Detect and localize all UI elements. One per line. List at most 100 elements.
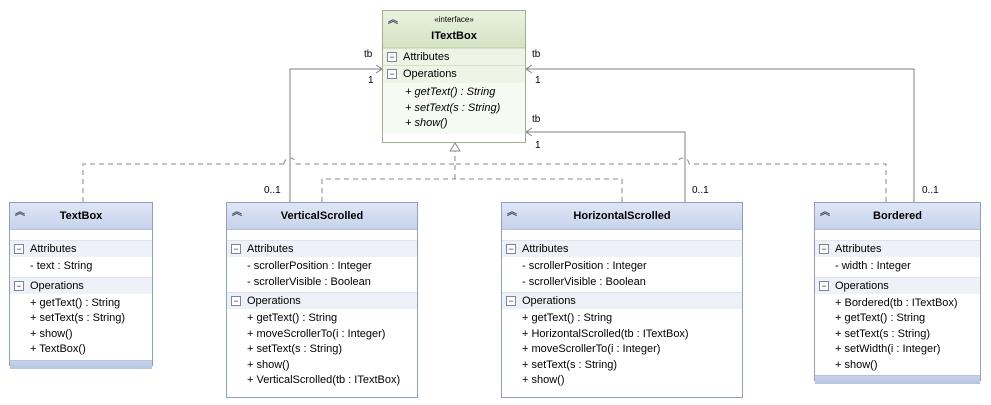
class-horizontalscrolled[interactable]: ︽ HorizontalScrolled − Attributes - scro… [501,202,743,398]
operations-compartment[interactable]: − Operations [815,276,980,294]
multiplicity-label: 1 [368,75,374,86]
collapse-minus-icon[interactable]: − [14,280,24,291]
class-name: TextBox [59,210,103,222]
attributes-compartment[interactable]: − Attributes [502,240,742,257]
realization-bordered [689,163,887,202]
operation-item[interactable]: + setText(s : String) [405,101,501,114]
class-bordered[interactable]: ︽ Bordered − Attributes - width : Intege… [814,202,981,384]
attributes-compartment[interactable]: − Attributes [383,48,525,65]
collapse-minus-icon[interactable]: − [506,244,516,254]
operation-item[interactable]: + VerticalScrolled(tb : ITextBox) [247,374,401,386]
compartment-label: Operations [835,279,889,292]
role-label: tb [532,114,541,125]
operations-list: + getText() : String + moveScrollerTo(i … [227,309,417,391]
collapse-chevron-icon[interactable]: ︽ [232,207,242,218]
association-horizontalscrolled [526,131,686,202]
attribute-item[interactable]: - width : Integer [835,260,911,272]
compartment-label: Operations [30,279,84,292]
attributes-compartment[interactable]: − Attributes [815,240,980,257]
attributes-list: - scrollerPosition : Integer - scrollerV… [502,257,742,292]
operation-item[interactable]: + moveScrollerTo(i : Integer) [247,327,386,340]
arrow-verticalscrolled [375,64,383,74]
collapse-chevron-icon[interactable]: ︽ [507,207,517,218]
attributes-list: - width : Integer [815,257,980,277]
realization-lines [82,151,887,202]
association-lines [289,64,915,202]
line-hop-2 [676,157,690,165]
attributes-compartment[interactable]: − Attributes [10,240,152,257]
multiplicity-label: 0..1 [692,185,709,196]
compartment-label: Attributes [835,243,882,255]
compartment-label: Operations [403,68,457,80]
collapse-chevron-icon[interactable]: ︽ [820,207,830,218]
operation-item[interactable]: + getText() : String [522,312,613,324]
collapse-chevron-icon[interactable]: ︽ [388,15,398,26]
attribute-item[interactable]: - scrollerPosition : Integer [247,260,372,272]
compartment-label: Attributes [403,51,450,63]
class-name: VerticalScrolled [280,210,364,222]
compartment-label: Attributes [247,243,294,255]
compartment-label: Attributes [522,243,569,255]
realization-horizontalscrolled [455,178,623,202]
class-textbox[interactable]: ︽ TextBox − Attributes - text : String −… [9,202,153,369]
operation-item[interactable]: + show() [835,358,878,371]
collapse-minus-icon[interactable]: − [387,52,397,62]
operation-item[interactable]: + TextBox() [30,343,86,355]
operation-item[interactable]: + setText(s : String) [247,343,343,355]
attribute-item[interactable]: - scrollerVisible : Boolean [522,275,646,288]
multiplicity-label: 1 [535,75,541,86]
attribute-item[interactable]: - scrollerVisible : Boolean [247,275,371,288]
attribute-item[interactable]: - scrollerPosition : Integer [522,260,647,272]
operation-item[interactable]: + moveScrollerTo(i : Integer) [522,343,661,355]
operation-item[interactable]: + show() [30,327,73,340]
class-footer [10,359,152,369]
collapse-minus-icon[interactable]: − [231,296,241,306]
operation-item[interactable]: + setText(s : String) [835,327,931,340]
collapse-minus-icon[interactable]: − [819,244,829,254]
operations-compartment[interactable]: − Operations [502,292,742,309]
operations-list: + Bordered(tb : ITextBox) + getText() : … [815,294,980,376]
compartment-label: Attributes [30,243,77,255]
operation-item[interactable]: + show() [522,374,565,386]
operations-compartment[interactable]: − Operations [227,292,417,309]
operation-item[interactable]: + setText(s : String) [522,358,618,371]
operations-compartment[interactable]: − Operations [383,65,525,83]
collapse-minus-icon[interactable]: − [14,244,24,254]
operations-list: + getText() : String + setText(s : Strin… [383,83,525,134]
operation-item[interactable]: + show() [405,117,448,129]
class-footer [815,375,980,384]
operation-item[interactable]: + HorizontalScrolled(tb : ITextBox) [522,327,689,340]
arrow-bordered [525,64,533,74]
collapse-minus-icon[interactable]: − [231,244,241,254]
association-bordered [526,68,915,202]
realization-arrowhead [449,142,461,152]
compartment-label: Operations [247,295,301,307]
operation-item[interactable]: + Bordered(tb : ITextBox) [835,296,958,309]
class-verticalscrolled[interactable]: ︽ VerticalScrolled − Attributes - scroll… [226,202,418,398]
operations-compartment[interactable]: − Operations [10,276,152,294]
collapse-chevron-icon[interactable]: ︽ [15,207,25,218]
attributes-list: - text : String [10,257,152,277]
compartment-label: Operations [522,295,576,307]
operation-item[interactable]: + setWidth(i : Integer) [835,343,941,355]
operation-item[interactable]: + show() [247,358,290,371]
stereotype-label: «interface» [434,15,474,24]
operation-item[interactable]: + getText() : String [405,86,496,98]
collapse-minus-icon[interactable]: − [387,69,397,79]
operation-item[interactable]: + getText() : String [247,312,338,324]
attribute-item[interactable]: - text : String [30,260,93,272]
interface-itextbox[interactable]: ︽ «interface» ITextBox − Attributes − Op… [382,10,526,143]
collapse-minus-icon[interactable]: − [506,296,516,306]
interface-name: ITextBox [431,30,477,42]
association-verticalscrolled [289,68,382,202]
operation-item[interactable]: + getText() : String [30,296,121,309]
class-header: ︽ Bordered [815,203,980,230]
attributes-compartment[interactable]: − Attributes [227,240,417,257]
operation-item[interactable]: + setText(s : String) [30,312,126,324]
operation-item[interactable]: + getText() : String [835,312,926,324]
collapse-minus-icon[interactable]: − [819,280,829,291]
role-label: tb [364,49,373,60]
class-header: ︽ TextBox [10,203,152,230]
attributes-list: - scrollerPosition : Integer - scrollerV… [227,257,417,292]
